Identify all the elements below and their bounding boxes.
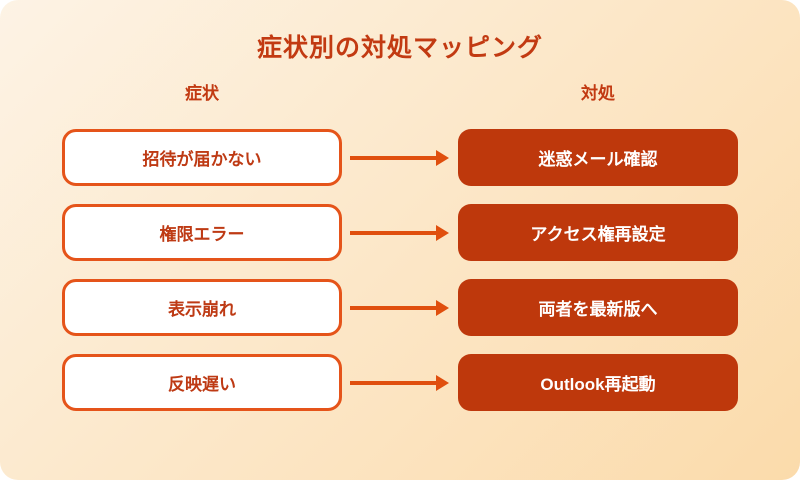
column-header-remedy: 対処 [581,84,615,103]
mapping-row: 招待が届かない 迷惑メール確認 [62,129,738,186]
mapping-row: 反映遅い Outlook再起動 [62,354,738,411]
symptom-box: 表示崩れ [62,279,342,336]
mapping-row: 表示崩れ 両者を最新版へ [62,279,738,336]
column-header-symptom: 症状 [185,84,219,103]
remedy-box: アクセス権再設定 [458,204,738,261]
symptom-box: 招待が届かない [62,129,342,186]
arrow-right-icon [350,354,449,411]
symptom-box: 権限エラー [62,204,342,261]
mapping-row: 権限エラー アクセス権再設定 [62,204,738,261]
remedy-box: 両者を最新版へ [458,279,738,336]
arrow-right-icon [350,279,449,336]
symptom-box: 反映遅い [62,354,342,411]
arrow-right-icon [350,129,449,186]
page-title: 症状別の対処マッピング [256,34,543,62]
remedy-box: 迷惑メール確認 [458,129,738,186]
remedy-box: Outlook再起動 [458,354,738,411]
arrow-right-icon [350,204,449,261]
